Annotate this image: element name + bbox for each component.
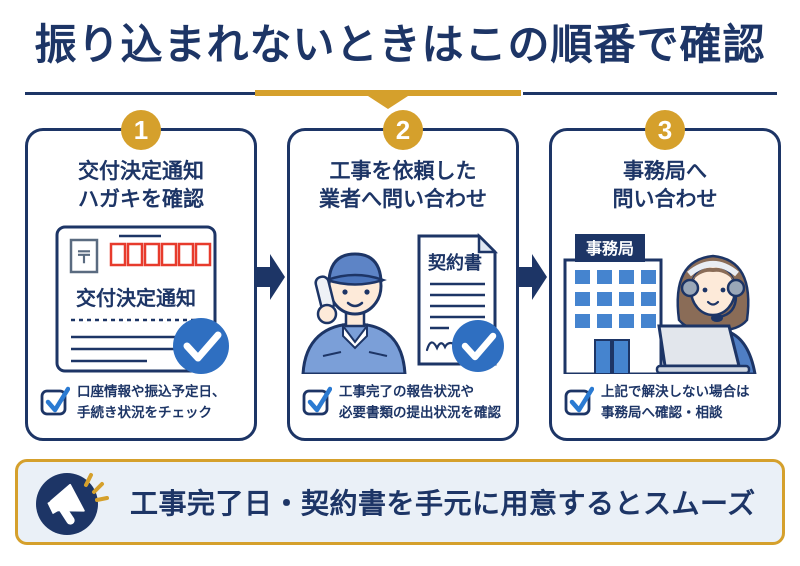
step-card-3: 3 事務局へ 問い合わせ 事務局 — [549, 110, 781, 441]
step-1-illustration: 〒 交付決定通知 — [28, 223, 254, 375]
megaphone-sparks — [84, 473, 109, 502]
contract-label: 契約書 — [427, 252, 482, 273]
checkbox-icon — [302, 386, 332, 416]
postcard-label: 交付決定通知 — [76, 286, 196, 310]
step-3-title: 事務局へ 問い合わせ — [552, 158, 778, 215]
step-1-title: 交付決定通知 ハガキを確認 — [28, 158, 254, 215]
blue-check-circle — [173, 318, 229, 374]
step-1-note-text: 口座情報や振込予定日、 手続き状況をチェック — [77, 384, 226, 421]
office-and-operator-illustration: 事務局 — [563, 234, 757, 374]
step-2-number-badge: 2 — [383, 110, 423, 150]
headset-mic — [711, 314, 723, 322]
building-sign — [575, 234, 645, 262]
step-3-title-line2: 問い合わせ — [612, 188, 718, 212]
postal-mark: 〒 — [76, 248, 93, 267]
step-2-illustration: 契約書 — [290, 223, 516, 375]
step-3-number-badge: 3 — [645, 110, 685, 150]
worker-hand — [316, 303, 338, 325]
step-1-note: 口座情報や振込予定日、 手続き状況をチェック — [40, 382, 248, 424]
building-sign-label: 事務局 — [586, 239, 634, 258]
step-2-note: 工事完了の報告状況や 必要書類の提出状況を確認 — [302, 382, 510, 424]
step-card-1: 1 交付決定通知 ハガキを確認 〒 交付決定通知 — [25, 110, 257, 441]
check-icon — [461, 332, 497, 361]
step-card-2: 2 工事を依頼した 業者へ問い合わせ — [287, 110, 519, 441]
step-3-title-line1: 事務局へ — [623, 160, 707, 183]
step-3-illustration: 事務局 — [552, 223, 778, 375]
step-1-number-badge: 1 — [121, 110, 161, 150]
step-3-note-text: 上記で解決しない場合は 事務局へ確認・相談 — [601, 384, 750, 421]
footer-banner: 工事完了日・契約書を手元に用意するとスムーズ — [15, 459, 785, 545]
title-divider-left — [25, 92, 255, 95]
arrow-right-icon — [517, 254, 547, 300]
step-1-title-line1: 交付決定通知 — [78, 160, 204, 183]
worker-with-contract-illustration: 契約書 — [301, 232, 504, 374]
megaphone-icon — [36, 473, 109, 535]
laptop — [655, 324, 751, 374]
step-1-title-line2: ハガキを確認 — [78, 188, 204, 212]
worker-jacket — [301, 322, 407, 374]
building-door — [594, 339, 612, 374]
footer-banner-text: 工事完了日・契約書を手元に用意するとスムーズ — [130, 488, 756, 519]
title-divider-right — [523, 92, 777, 95]
postcard-text-lines — [71, 335, 175, 363]
step-2-title-line2: 業者へ問い合わせ — [319, 188, 487, 212]
arrow-right-icon — [255, 254, 285, 300]
building-windows — [575, 270, 656, 328]
checkbox-icon — [564, 386, 594, 416]
check-icon — [183, 331, 222, 362]
postal-code-boxes — [109, 242, 212, 267]
step-2-title: 工事を依頼した 業者へ問い合わせ — [290, 158, 516, 215]
title-divider-gold — [255, 90, 521, 109]
page-title: 振り込まれないときはこの順番で確認 — [34, 21, 766, 68]
checkbox-icon — [40, 386, 70, 416]
postcard-illustration: 〒 交付決定通知 — [55, 225, 229, 374]
headset-earcup — [680, 278, 700, 298]
office-building: 事務局 — [563, 234, 663, 374]
step-2-title-line1: 工事を依頼した — [329, 160, 477, 183]
step-2-note-text: 工事完了の報告状況や 必要書類の提出状況を確認 — [339, 384, 501, 421]
step-3-note: 上記で解決しない場合は 事務局へ確認・相談 — [564, 382, 772, 424]
divider-triangle — [368, 96, 408, 109]
headset-band — [687, 261, 739, 277]
blue-check-circle — [452, 320, 504, 372]
